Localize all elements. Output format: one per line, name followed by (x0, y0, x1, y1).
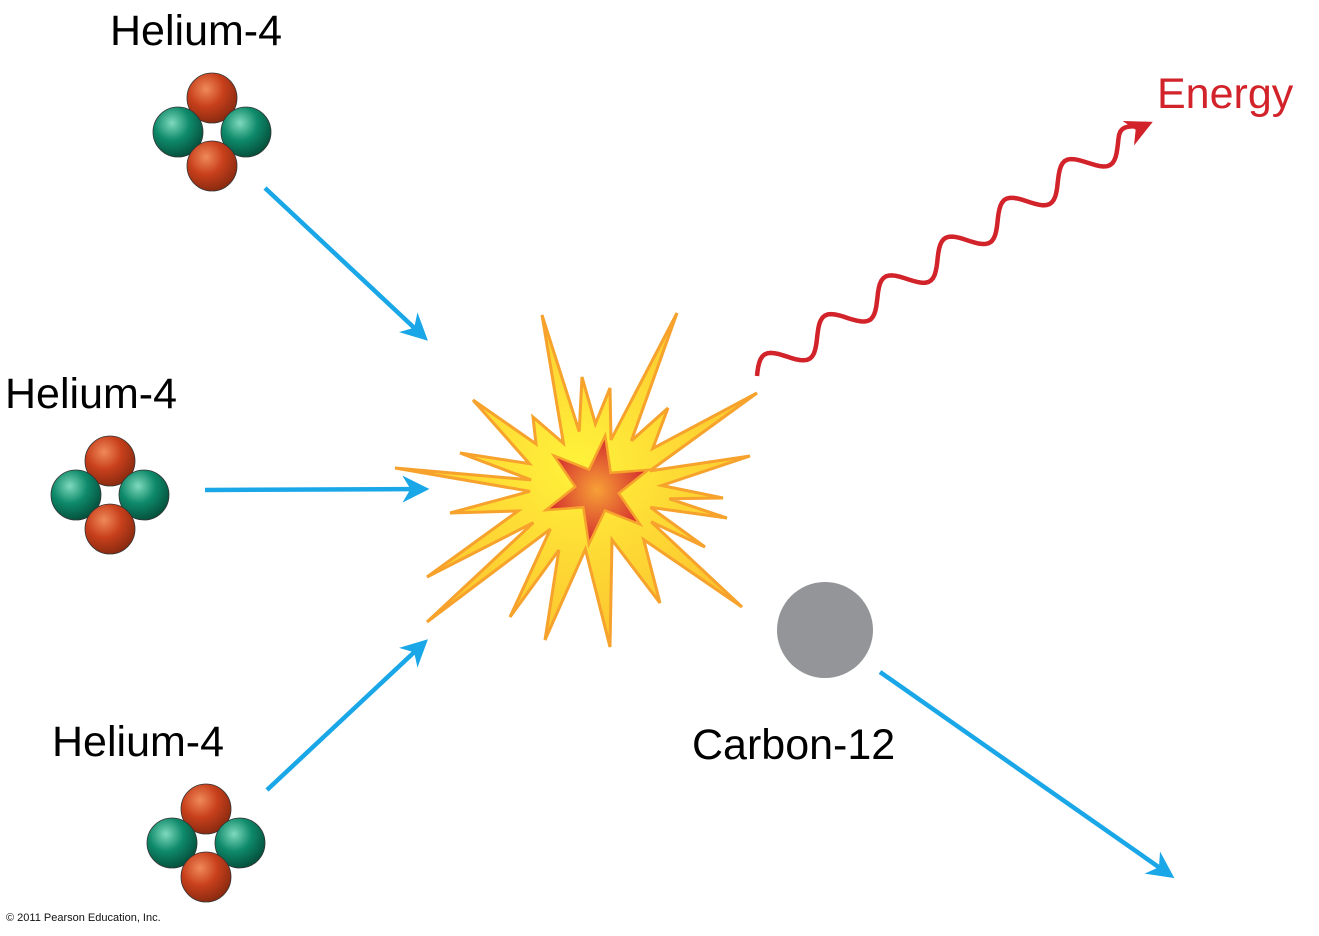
arrow-carbon-out (878, 670, 1175, 879)
helium-4-nucleus (146, 783, 266, 903)
fusion-core-star (541, 431, 653, 549)
arrow-helium-middle (204, 475, 430, 503)
helium-label-middle: Helium-4 (5, 370, 178, 418)
energy-label: Energy (1157, 70, 1294, 118)
proton (186, 72, 238, 124)
helium-label-bottom: Helium-4 (52, 718, 225, 766)
neutron (214, 817, 266, 869)
neutron (220, 106, 272, 158)
proton (84, 503, 136, 555)
proton (180, 851, 232, 903)
proton (186, 140, 238, 192)
carbon-label: Carbon-12 (692, 721, 896, 769)
carbon-12-nucleus (777, 582, 873, 678)
helium-label-top: Helium-4 (110, 7, 283, 55)
proton (84, 435, 136, 487)
arrow-helium-top (263, 186, 428, 341)
helium-4-nucleus (152, 72, 272, 192)
proton (180, 783, 232, 835)
neutron (146, 817, 198, 869)
neutron (118, 469, 170, 521)
copyright: © 2011 Pearson Education, Inc. (6, 912, 161, 924)
energy-wave (754, 120, 1153, 377)
neutron (152, 106, 204, 158)
arrow-helium-bottom (265, 639, 428, 792)
neutron (50, 469, 102, 521)
helium-4-nucleus (50, 435, 170, 555)
